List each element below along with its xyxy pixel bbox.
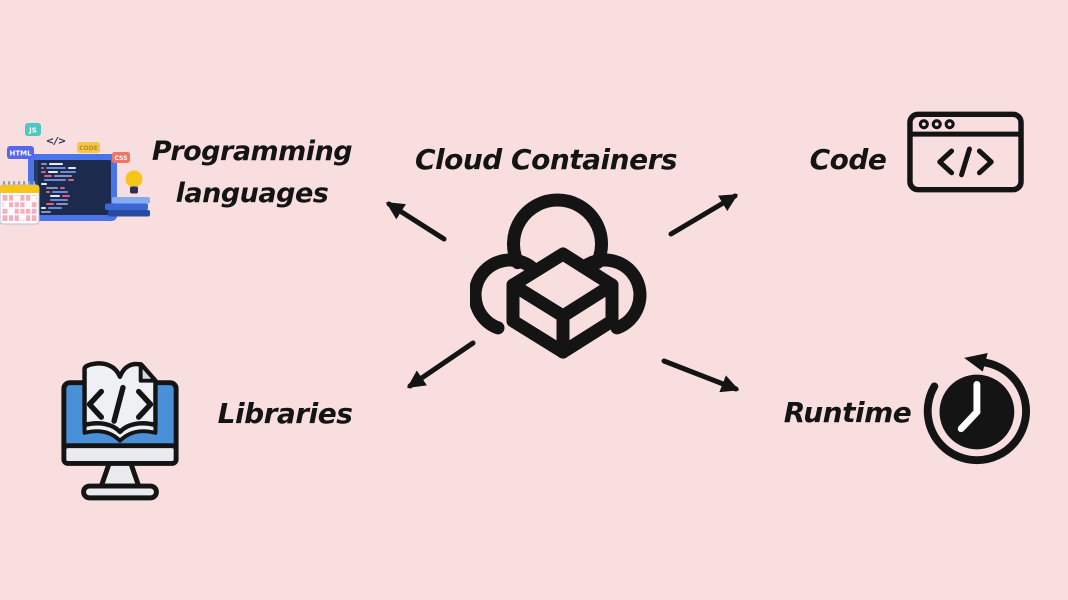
- browser-code-icon: [907, 111, 1024, 193]
- js-badge: JS: [25, 123, 41, 136]
- runtime-label: Runtime: [783, 396, 912, 429]
- open-book-icon: [82, 361, 158, 443]
- code-tag-icon: [937, 146, 994, 178]
- arrow-to-runtime: [661, 358, 740, 393]
- svg-text:CSS: CSS: [115, 155, 128, 162]
- libraries-label: Libraries: [217, 397, 353, 430]
- programming-languages-illustration: JS HTML CODE CSS </>: [0, 123, 150, 225]
- programming-languages-label: Programming languages: [151, 136, 353, 209]
- code-editor-icon: [28, 154, 117, 221]
- code-badge: CODE: [77, 142, 100, 153]
- code-label: Code: [809, 143, 887, 176]
- open-book-monitor-icon: [61, 361, 179, 501]
- svg-text:HTML: HTML: [9, 150, 32, 158]
- diagram-title: Cloud Containers: [414, 143, 678, 176]
- arrow-to-programming-languages: [385, 201, 447, 242]
- svg-text:JS: JS: [28, 127, 37, 135]
- books-icon: [105, 197, 150, 217]
- lightbulb-icon: [125, 170, 143, 194]
- css-badge: CSS: [112, 152, 130, 163]
- calendar-icon: [0, 181, 40, 225]
- html-badge: HTML: [7, 146, 34, 159]
- cloud-container-icon: [470, 193, 647, 359]
- arrow-to-code: [668, 193, 739, 237]
- runtime-clock-icon: [923, 352, 1030, 465]
- arrow-to-libraries: [407, 340, 476, 389]
- code-tag-glyph: </>: [46, 136, 66, 147]
- svg-text:CODE: CODE: [79, 145, 98, 152]
